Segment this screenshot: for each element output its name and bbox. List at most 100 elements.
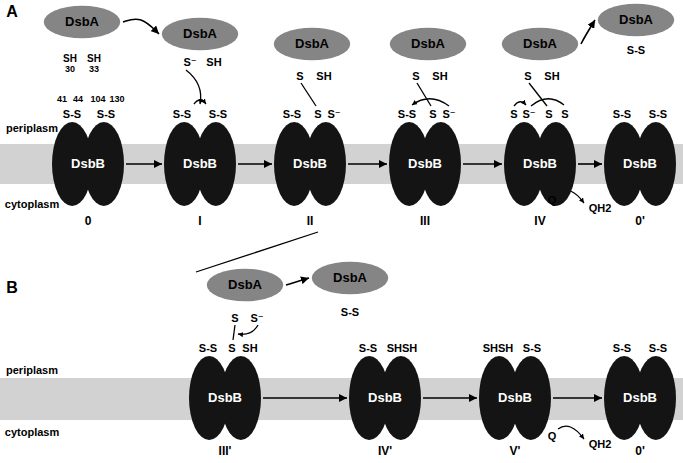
reaction-arrow xyxy=(578,163,602,165)
protein-name: DsbA xyxy=(295,37,329,51)
residue-label: S xyxy=(231,312,238,324)
residue-number: 44 xyxy=(73,95,83,105)
disulfide-bond xyxy=(233,325,235,340)
electron-arrow xyxy=(194,100,206,104)
dsba-protein: DsbA xyxy=(597,3,675,37)
residue-label: SH xyxy=(206,56,221,68)
residue-label: SHSH xyxy=(387,342,418,354)
residue-label: S xyxy=(429,108,436,120)
reaction-arrow xyxy=(423,397,477,399)
residue-number: 41 xyxy=(57,95,67,105)
compartment-label: periplasm xyxy=(6,122,58,134)
dsbb-dimer: DsbB xyxy=(52,122,124,206)
state-number: III xyxy=(420,215,430,228)
residue-label: S-S xyxy=(341,306,359,318)
reaction-arrow xyxy=(123,19,159,34)
state-number: IV' xyxy=(378,445,392,458)
compartment-label: cytoplasm xyxy=(5,198,59,210)
dsbb-dimer: DsbB xyxy=(164,122,236,206)
quinone-label: QH2 xyxy=(589,202,612,214)
dsba-shape xyxy=(162,18,238,51)
residue-number: 30 xyxy=(65,65,75,75)
dsba-protein: DsbA xyxy=(161,17,239,51)
residue-label: S-S xyxy=(627,44,645,56)
reaction-arrow xyxy=(348,163,387,165)
dsba-shape xyxy=(502,28,578,61)
residue-label: S xyxy=(510,108,517,120)
protein-name: DsbB xyxy=(293,157,327,171)
residue-label: S-S xyxy=(523,342,541,354)
disulfide-bond xyxy=(417,83,431,106)
quinone-label: QH2 xyxy=(589,438,612,450)
electron-arrow xyxy=(412,99,449,106)
residue-label: S xyxy=(561,108,568,120)
dsbb-dimer: DsbB xyxy=(504,122,576,206)
residue-label: S-S xyxy=(398,108,416,120)
protein-name: DsbA xyxy=(228,278,262,292)
dsba-protein: DsbA xyxy=(389,27,467,61)
panel-letter: A xyxy=(6,3,18,21)
residue-label: S xyxy=(545,108,552,120)
residue-label: SH xyxy=(242,342,257,354)
reaction-arrow xyxy=(581,20,595,44)
dsbb-dimer: DsbB xyxy=(389,122,461,206)
residue-label: S xyxy=(524,70,531,82)
quinone-label: Q xyxy=(548,194,557,206)
reaction-arrow xyxy=(263,397,347,399)
quinone-label: Q xyxy=(548,430,557,442)
residue-label: SH xyxy=(87,53,101,64)
residue-label: S-S xyxy=(649,342,667,354)
state-number: 0' xyxy=(635,215,645,228)
panel-letter: B xyxy=(6,279,18,297)
residue-label: S-S xyxy=(613,342,631,354)
dsba-protein: DsbA xyxy=(311,261,389,295)
state-number: II xyxy=(307,215,314,228)
residue-label: S-S xyxy=(613,108,631,120)
residue-number: 130 xyxy=(109,95,124,105)
protein-name: DsbA xyxy=(523,37,557,51)
protein-name: DsbB xyxy=(408,157,442,171)
reaction-arrow xyxy=(286,278,309,285)
residue-label: S⁻ xyxy=(327,108,340,120)
electron-arrow xyxy=(186,70,201,104)
dsba-shape xyxy=(274,28,350,61)
reaction-arrow xyxy=(553,397,602,399)
residue-label: S⁻ xyxy=(183,56,196,68)
residue-label: SH xyxy=(316,70,331,82)
protein-name: DsbB xyxy=(623,391,657,405)
dsbb-dimer: DsbB xyxy=(479,356,551,440)
dsba-protein: DsbA xyxy=(43,5,121,39)
dsba-protein: DsbA xyxy=(273,27,351,61)
residue-label: S⁻ xyxy=(522,108,535,120)
residue-label: S xyxy=(296,70,303,82)
reaction-arrow xyxy=(463,163,502,165)
protein-name: DsbA xyxy=(333,271,367,285)
dsbb-dimer: DsbB xyxy=(349,356,421,440)
electron-arrow xyxy=(238,325,258,334)
residue-label: SHSH xyxy=(483,342,514,354)
dsba-shape xyxy=(390,28,466,61)
residue-label: S-S xyxy=(209,108,227,120)
protein-name: DsbB xyxy=(523,157,557,171)
residue-label: S⁻ xyxy=(442,108,455,120)
state-number: IV xyxy=(534,215,545,228)
residue-label: S-S xyxy=(649,108,667,120)
residue-number: 104 xyxy=(90,95,105,105)
pathway-branch-line xyxy=(196,232,318,272)
residue-label: S-S xyxy=(359,342,377,354)
protein-name: DsbB xyxy=(368,391,402,405)
disulfide-bond xyxy=(529,83,547,106)
residue-label: S xyxy=(412,70,419,82)
protein-name: DsbB xyxy=(208,391,242,405)
residue-label: S xyxy=(228,342,235,354)
membrane-band xyxy=(0,378,683,420)
state-number: 0 xyxy=(85,215,92,228)
state-number: V' xyxy=(510,445,521,458)
dsbb-dimer: DsbB xyxy=(604,356,676,440)
dsba-shape xyxy=(312,262,388,295)
residue-label: S-S xyxy=(199,342,217,354)
reaction-arrow xyxy=(238,163,272,165)
reaction-arrow xyxy=(126,163,162,165)
state-number: 0' xyxy=(635,445,645,458)
residue-label: S-S xyxy=(173,108,191,120)
